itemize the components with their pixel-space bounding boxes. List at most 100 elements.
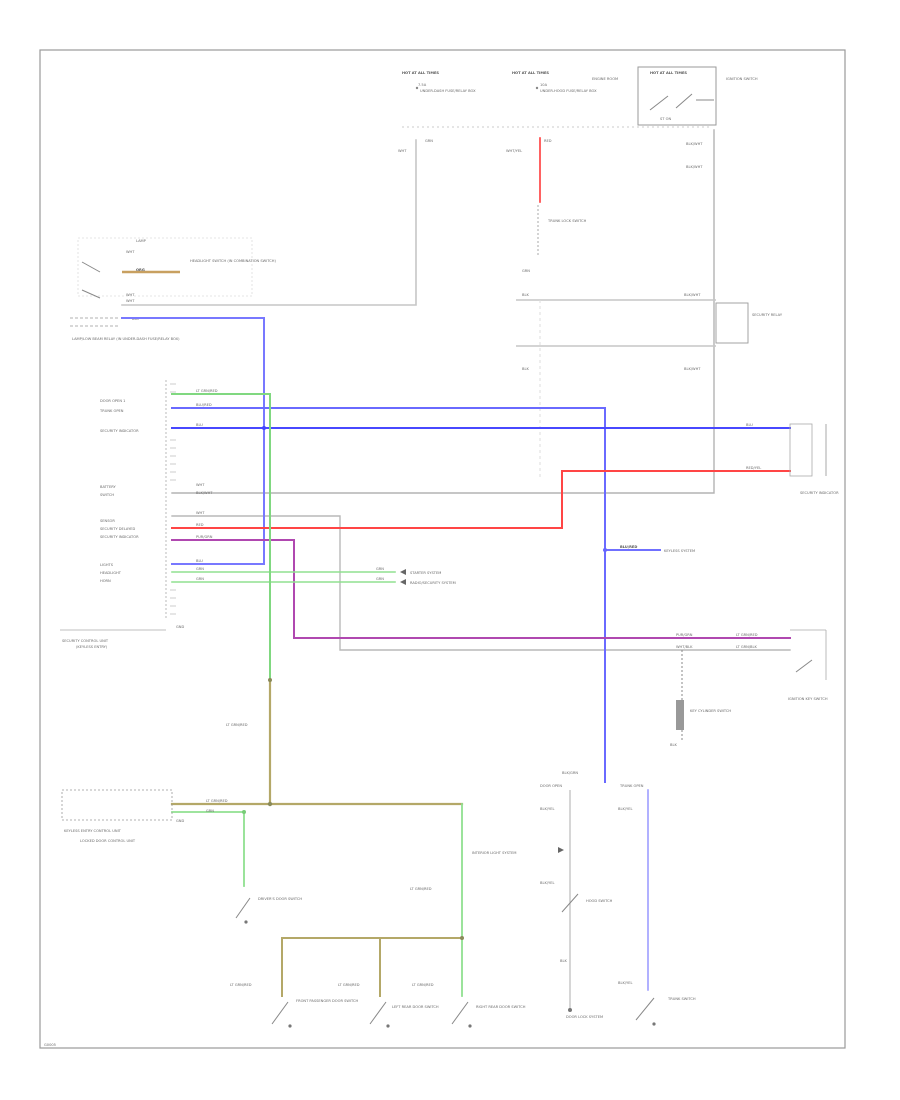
label-wht-sensor: WHT [196, 511, 205, 515]
label-blk-yel-trunk: BLK/YEL [618, 981, 633, 985]
trunk-switch: TRUNK SWITCH BLK/YEL [618, 981, 696, 1026]
label-lt-grn-blk-right: LT GRN/BLK [736, 645, 757, 649]
trunk-lock-switch: TRUNK LOCK SWITCH GRN [522, 205, 587, 273]
ignition-box-fuse: ST ON [660, 117, 671, 121]
connector-pins [170, 383, 176, 615]
ignition-switch-box: HOT AT ALL TIMES IGNITION SWITCH ST ON [637, 66, 758, 126]
cu-label-11: HORN [100, 579, 111, 583]
diagram-frame [39, 49, 846, 1049]
label-blk-wht-top-2: BLK/WHT [686, 165, 703, 169]
label-red-top: RED [544, 139, 552, 143]
purple-wire [171, 539, 791, 639]
label-lt-grn-red-right: LT GRN/RED [736, 633, 758, 637]
junction-dots [242, 426, 607, 940]
cu-label-6: SENSOR [100, 519, 115, 523]
label-blu-red: BLU/RED [196, 403, 212, 407]
label-lt-grn-red-2: LT GRN/RED [338, 983, 360, 987]
fuse-box-2-note: ENGINE ROOM [592, 77, 618, 81]
olive-wire-rear [281, 937, 463, 997]
label-wht-blk-right: WHT/BLK [676, 645, 693, 649]
keyless-system-label: KEYLESS SYSTEM [664, 549, 695, 553]
cu-label-5: SWITCH [100, 493, 114, 497]
radio-system-label: RADIO/SECURITY SYSTEM [410, 581, 456, 585]
blue-wire-left [121, 317, 265, 565]
label-blk-grn: BLK/GRN [562, 771, 578, 775]
label-blk-yel-hood: BLK/YEL [540, 881, 555, 885]
cu-label-9: LIGHTS [100, 563, 114, 567]
cu-subtitle: (KEYLESS ENTRY) [76, 645, 108, 649]
label-lt-grn-red-pass: LT GRN/RED [410, 887, 432, 891]
label-grn-trunk: GRN [522, 269, 530, 273]
lamp-module-header: LAMP/LOW BEAM RELAY (IN UNDER-DASH FUSE/… [72, 337, 180, 341]
label-blk-wht-relay-2: BLK/WHT [684, 367, 701, 371]
door-open-header: DOOR OPEN [540, 784, 562, 788]
label-blk-wht-battery: BLK/WHT [196, 491, 213, 495]
wht-label-left-2: WHT [126, 293, 135, 297]
label-blu: BLU [196, 423, 203, 427]
label-grn-radio-2: GRN [376, 577, 384, 581]
key-cylinder-label: KEY CYLINDER SWITCH [690, 709, 731, 713]
cu-label-1: DOOR OPEN 1 [100, 399, 125, 403]
security-relay-label: SECURITY RELAY [752, 313, 783, 317]
green-wire-driver [171, 811, 245, 887]
label-red-right: RED/YEL [746, 466, 761, 470]
label-blu-lights: BLU [196, 559, 203, 563]
label-blk-yel: BLK/YEL [540, 807, 555, 811]
interior-light-system: INTERIOR LIGHT SYSTEM [472, 847, 564, 855]
keyless-unit-gnd: GND [176, 819, 184, 823]
page-code: G0005 [44, 1043, 56, 1047]
left-rear-door-switch-label: LEFT REAR DOOR SWITCH [392, 1005, 439, 1009]
key-cylinder: KEY CYLINDER SWITCH BLK [670, 650, 731, 747]
label-lt-grn-red-1: LT GRN/RED [230, 983, 252, 987]
fuse-box-underdash: HOT AT ALL TIMES UNDER-DASH FUSE/RELAY B… [402, 71, 476, 93]
cu-label-10: HEADLIGHT [100, 571, 122, 575]
right-rear-door-switch: RIGHT REAR DOOR SWITCH [451, 1001, 526, 1028]
security-indicator: SECURITY INDICATOR [789, 423, 839, 495]
trunk-lock-switch-label: TRUNK LOCK SWITCH [547, 219, 587, 223]
label-blk-wht-top: BLK/WHT [686, 142, 703, 146]
keyless-unit-label: KEYLESS ENTRY CONTROL UNIT [64, 829, 122, 833]
trunk-switch-label: TRUNK SWITCH [667, 997, 696, 1001]
label-grn-radio: GRN [196, 577, 204, 581]
right-rear-door-switch-label: RIGHT REAR DOOR SWITCH [476, 1005, 526, 1009]
door-lock-system: DOOR LOCK SYSTEM BLK [560, 959, 603, 1019]
cu-title: SECURITY CONTROL UNIT [62, 639, 109, 643]
headlight-switch-label: HEADLIGHT SWITCH (IN COMBINATION SWITCH) [190, 259, 276, 263]
passenger-door-switch: FRONT PASSENGER DOOR SWITCH [271, 999, 358, 1028]
security-control-unit: DOOR OPEN 1 TRUNK OPEN SECURITY INDICATO… [60, 380, 184, 649]
cu-label-7: SECURITY DELAYED [100, 527, 136, 531]
label-grn-starter: GRN [196, 567, 204, 571]
label-lt-grn-red-3: LT GRN/RED [412, 983, 434, 987]
interior-light-label: INTERIOR LIGHT SYSTEM [472, 851, 516, 855]
security-indicator-label: SECURITY INDICATOR [800, 491, 839, 495]
label-red-sensor: RED [196, 523, 204, 527]
cu-label-3: SECURITY INDICATOR [100, 429, 139, 433]
label-lt-grn-red-mid: LT GRN/RED [226, 723, 248, 727]
ignition-box-desc: IGNITION SWITCH [726, 77, 758, 81]
delivery-unit-label: LOCKED DOOR CONTROL UNIT [80, 839, 136, 843]
fuse-box-underhood: HOT AT ALL TIMES UNDER-HOOD FUSE/RELAY B… [512, 71, 618, 93]
cu-gnd: GND [176, 625, 184, 629]
left-rear-door-switch: LEFT REAR DOOR SWITCH [369, 1001, 439, 1028]
label-blk-relay-2: BLK [522, 367, 529, 371]
trunk-open-header: TRUNK OPEN [619, 784, 644, 788]
label-blk-wht-relay: BLK/WHT [684, 293, 701, 297]
lamp-label: LAMP [136, 239, 147, 243]
cu-label-8: SECURITY INDICATOR [100, 535, 139, 539]
label-lt-grn-red: LT GRN/RED [196, 389, 218, 393]
ignition-key-switch-label: IGNITION KEY SWITCH [788, 697, 828, 701]
label-wht-battery: WHT [196, 483, 205, 487]
cu-label-4: BATTERY [100, 485, 117, 489]
label-blu-red-keyless: BLU/RED [620, 545, 637, 549]
label-grn-bus: GRN [206, 809, 214, 813]
label-pur-grn: PUR/GRN [196, 535, 213, 539]
driver-door-switch: DRIVER'S DOOR SWITCH [235, 897, 302, 924]
fuse-box-1-fuse: 7.5A [418, 83, 427, 87]
door-lock-label: DOOR LOCK SYSTEM [566, 1015, 603, 1019]
label-grn-starter-2: GRN [376, 567, 384, 571]
lamp-relay-module: LAMP/LOW BEAM RELAY (IN UNDER-DASH FUSE/… [70, 317, 180, 341]
fuse-box-2-fuse: 10A [540, 83, 548, 87]
label-blk-door: BLK [560, 959, 567, 963]
